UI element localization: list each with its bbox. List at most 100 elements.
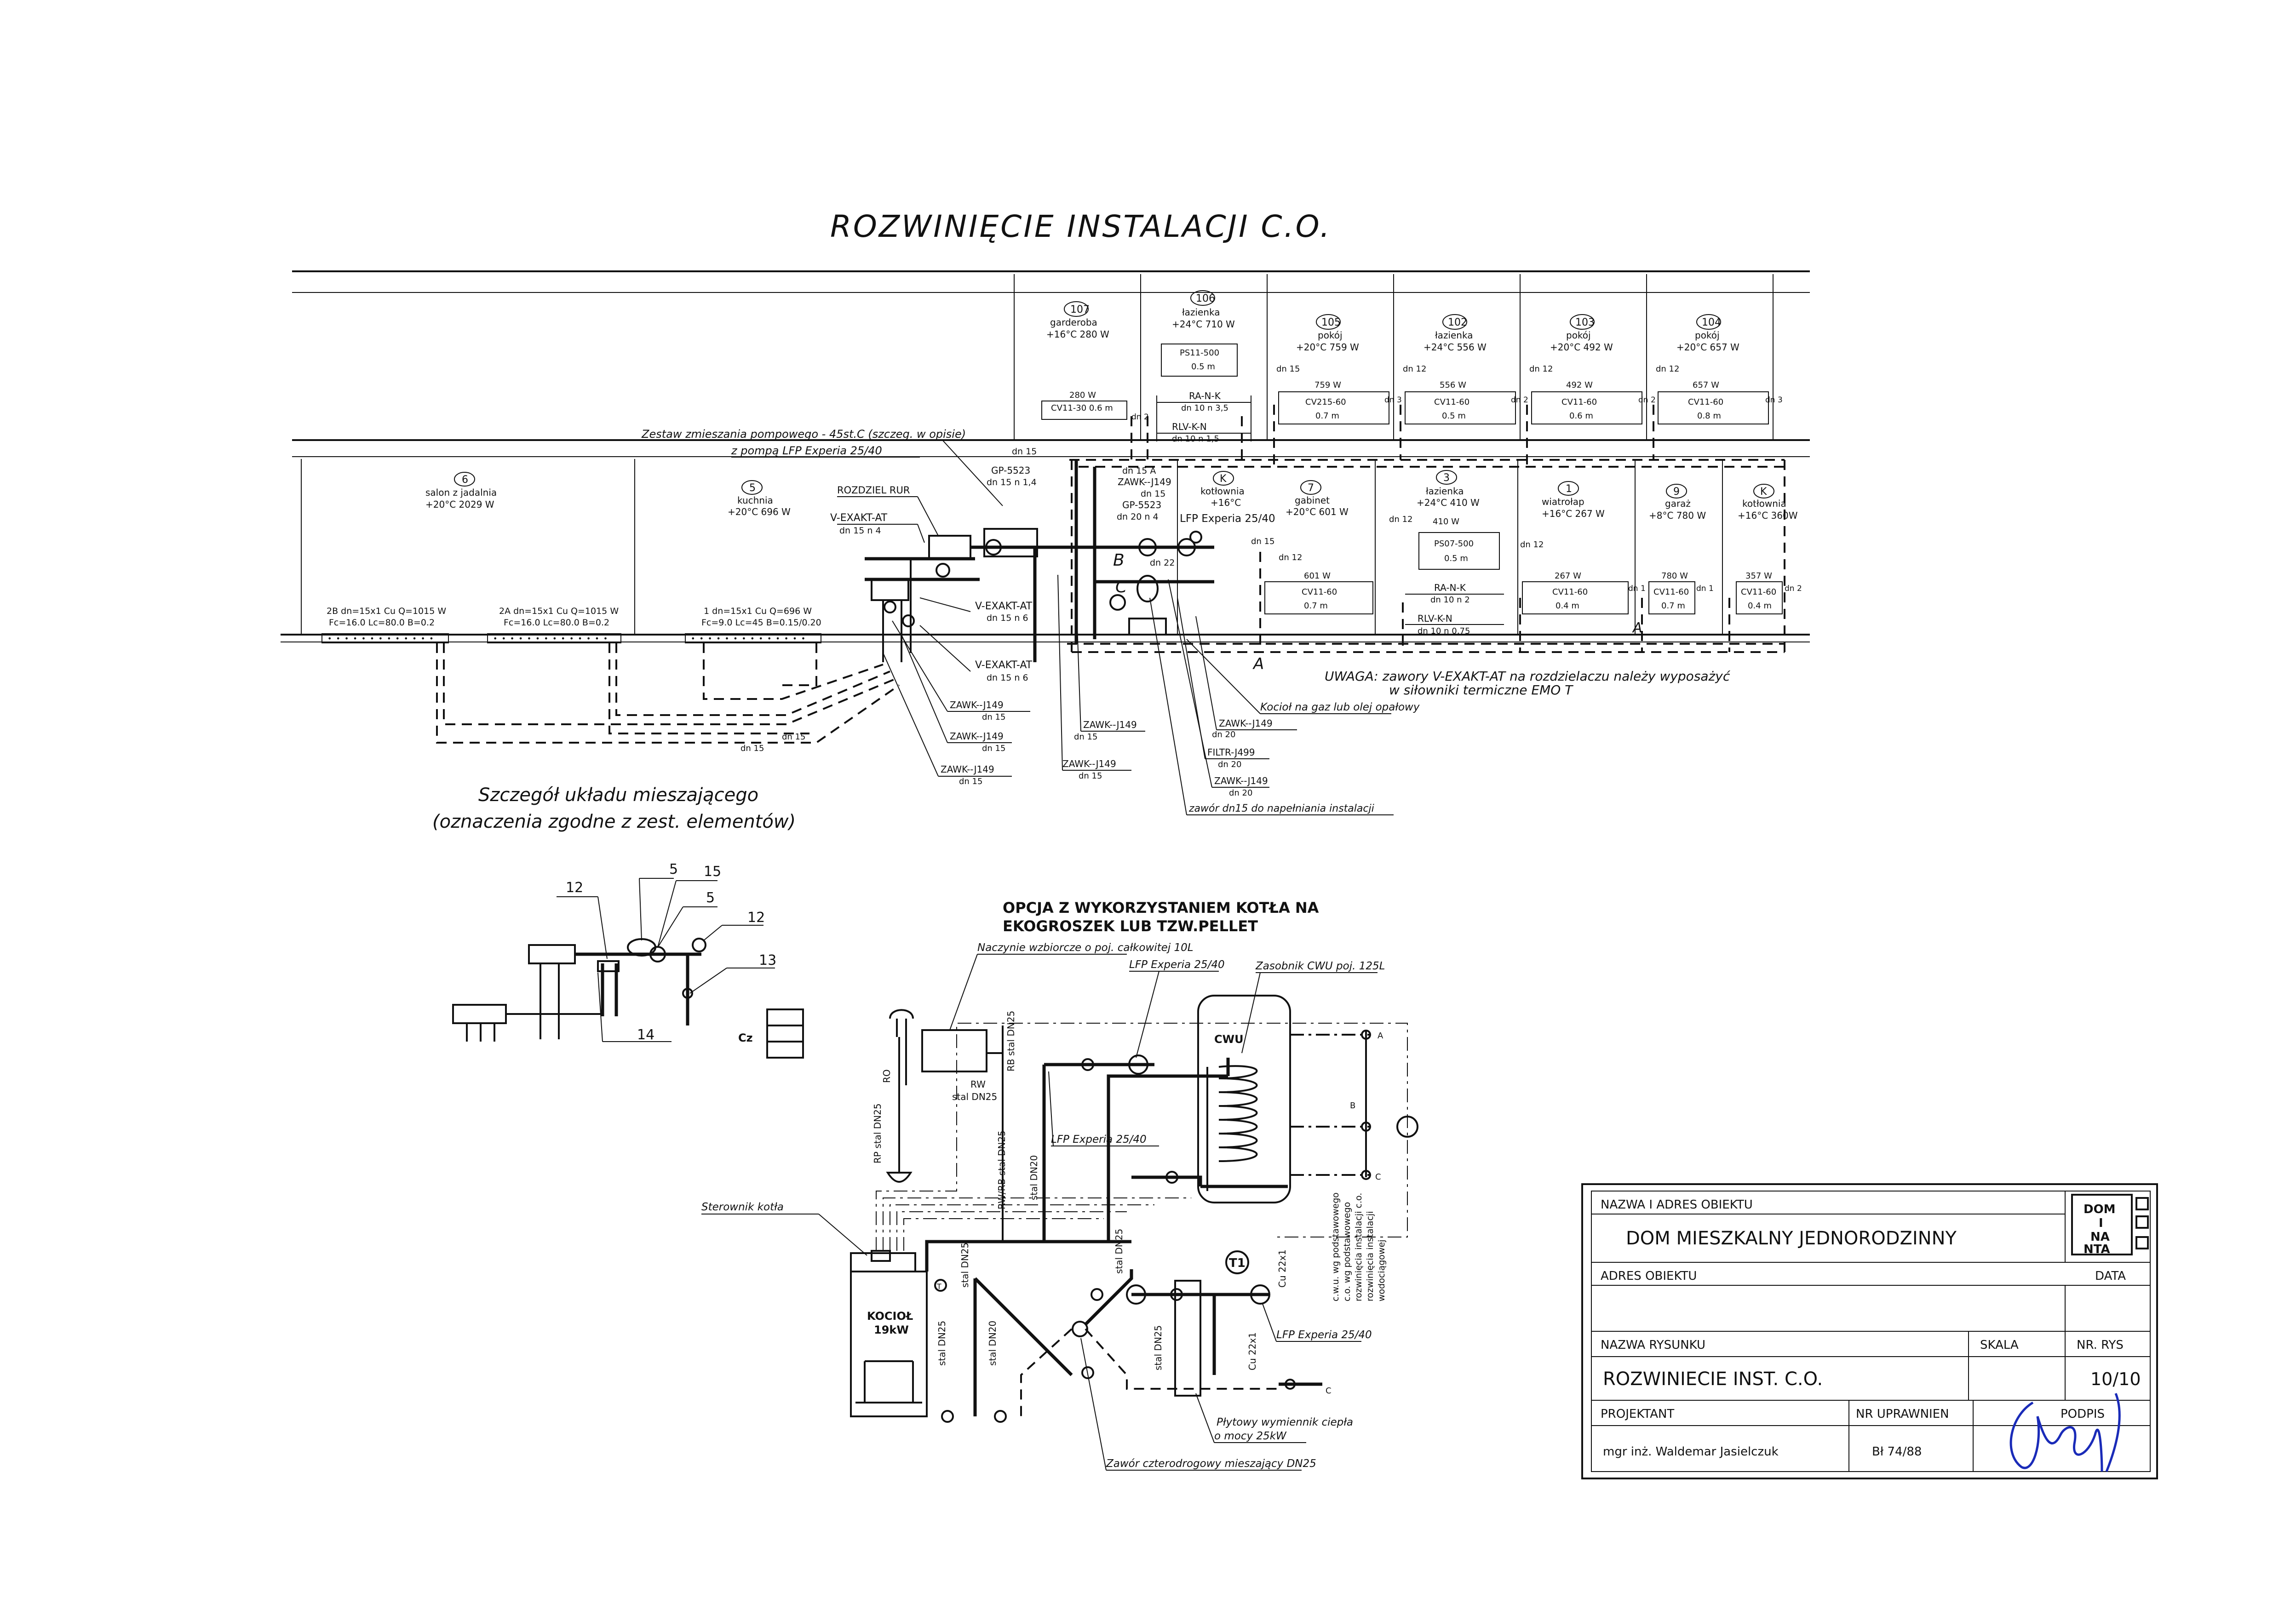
room-9-radiator-length: 0.7 m <box>1661 601 1685 611</box>
room-9-pipe2: dn 1 <box>1696 584 1714 593</box>
pellet-boiler <box>850 1271 928 1417</box>
chimney <box>766 1008 804 1059</box>
room-7-pipe: dn 15 <box>1251 537 1274 546</box>
floor-loop-pipes: dn 15 dn 15 <box>436 643 900 753</box>
room-107-number: 107 <box>1070 304 1090 315</box>
page-title: ROZWINIĘCIE INSTALACJI C.O. <box>830 209 1332 244</box>
zawk-c: ZAWK--J149 <box>941 764 994 775</box>
room-104-spec: +20°C 657 W <box>1676 342 1739 353</box>
room-105-name: pokój <box>1318 330 1343 341</box>
room-103-number: 103 <box>1575 317 1595 328</box>
controller-label: Sterownik kotła <box>701 1201 784 1213</box>
boiler-name: KOCIOŁ <box>867 1310 913 1323</box>
room-106-valve2: RLV-K-N <box>1172 421 1207 432</box>
vexakt3-label: V-EXAKT-AT <box>975 659 1033 671</box>
vexakt3-dn: dn 15 n 6 <box>987 673 1028 683</box>
room-103-spec: +20°C 492 W <box>1550 342 1613 353</box>
room-103: 103 pokój +20°C 492 W dn 12 492 W CV11-6… <box>1529 314 1656 424</box>
room-K-spec: +16°C <box>1211 497 1241 508</box>
room-105-number: 105 <box>1321 317 1341 328</box>
side-label3: c.w.u. wg podstawowego <box>1331 1192 1341 1301</box>
vexakt1-dn: dn 15 n 4 <box>839 526 881 536</box>
mixing-distributor-assembly: Zestaw zmieszania pompowego - 45st.C (sz… <box>641 428 1072 683</box>
zawk-a-dn: dn 15 <box>982 712 1005 722</box>
drawing-name: ROZWINIECIE INST. C.O. <box>1603 1369 1823 1390</box>
room-5-name: kuchnia <box>737 495 773 506</box>
room-104-number: 104 <box>1702 317 1721 328</box>
room-K2-heater-power: 357 W <box>1745 571 1772 581</box>
room-7-spec: +20°C 601 W <box>1286 506 1349 517</box>
room-7-heater-power: 601 W <box>1304 571 1331 581</box>
gp1-label: GP-5523 <box>991 465 1030 476</box>
obj-name: DOM MIESZKALNY JEDNORODZINNY <box>1626 1228 1957 1249</box>
letter-A2: A <box>1632 620 1642 636</box>
room-K-name: kotłownia <box>1200 486 1245 497</box>
room-3-radiator <box>1418 532 1500 570</box>
sign-label: PODPIS <box>2061 1407 2105 1421</box>
gp2-dn: dn 20 n 4 <box>1117 512 1159 522</box>
outlet-A: A <box>1378 1031 1383 1041</box>
room-106: 106 łazienka +24°C 710 W PS11-500 0.5 m … <box>1156 290 1251 444</box>
note-line1: UWAGA: zawory V-EXAKT-AT na rozdzielaczu… <box>1325 669 1731 684</box>
detail-title2: (oznaczenia zgodne z zest. elementów) <box>432 811 796 832</box>
room-K2-number: K <box>1760 486 1767 498</box>
room-104-pipe: dn 12 <box>1656 364 1679 374</box>
room-107-radiator <box>1041 401 1127 420</box>
room-9-radiator <box>1648 581 1695 614</box>
pipe-cu22-b: Cu 22x1 <box>1247 1332 1258 1370</box>
pipe-ro: RO <box>881 1069 892 1083</box>
ground-floor-frame <box>281 456 1810 642</box>
room-K-boiler: K kotłownia +16°C <box>1200 471 1245 508</box>
lfp-top-label: LFP Experia 25/40 <box>1129 959 1225 971</box>
room-3-spec: +24°C 410 W <box>1417 497 1480 508</box>
designer-label: PROJEKTANT <box>1601 1407 1674 1421</box>
loop-2A-line2: Fc=16.0 Lc=80.0 B=0.2 <box>504 618 609 628</box>
room-K2-name: kotłownia <box>1742 498 1786 509</box>
room-3-heater-power: 410 W <box>1433 517 1459 527</box>
zawk-g: ZAWK--J149 <box>1214 775 1268 786</box>
room-106-radiator-length: 0.5 m <box>1191 362 1215 372</box>
room-106-valve1-dn: dn 10 n 3,5 <box>1181 403 1228 413</box>
valve-callouts: ZAWK--J149 dn 15 ZAWK--J149 dn 15 ZAWK--… <box>883 574 1394 815</box>
plate-hx-label1: Płytowy wymiennik ciepła <box>1217 1416 1353 1428</box>
pipe-stal-dn20: stal DN20 <box>1028 1155 1039 1200</box>
loop-pipe-dn15-2: dn 15 <box>740 744 764 753</box>
room-107-pipe: dn 2 <box>1131 412 1149 422</box>
zawk-b: ZAWK--J149 <box>950 731 1004 742</box>
note-line2: w siłowniki termiczne EMO T <box>1389 682 1573 698</box>
letter-C: C <box>1115 578 1127 596</box>
side-label1: c.o. wg podstawowego <box>1342 1202 1352 1301</box>
room-103-pipe2: dn 2 <box>1638 395 1656 405</box>
room-106-radiator <box>1161 344 1238 377</box>
option-pellet-boiler: OPCJA Z WYKORZYSTANIEM KOTŁA NA EKOGROSZ… <box>701 899 1418 1471</box>
room-7: 7 gabinet +20°C 601 W dn 15 dn 12 601 W … <box>1251 480 1373 614</box>
room-104-name: pokój <box>1695 330 1720 341</box>
cwu-tank <box>1197 995 1291 1203</box>
room-104: 104 pokój +20°C 657 W dn 12 657 W CV11-6… <box>1656 314 1783 424</box>
room-7-radiator <box>1264 581 1373 614</box>
room-1-name: wiatrołap <box>1542 496 1584 507</box>
pipe-cu22-a: Cu 22x1 <box>1277 1249 1288 1288</box>
title-block: NAZWA I ADRES OBIEKTU DOM MIESZKALNY JED… <box>1581 1183 2158 1479</box>
dominanta-logo: DOM I NA NTA <box>2071 1194 2149 1256</box>
room-105-radiator-type: CV215-60 <box>1305 397 1346 407</box>
svg-text:•••••••••••••: ••••••••••••• <box>327 634 438 643</box>
room-106-valve1: RA-N-K <box>1189 390 1221 401</box>
boiler-gas-label: Kocioł na gaz lub olej opałowy <box>1260 701 1420 713</box>
loop-2B-line2: Fc=16.0 Lc=80.0 B=0.2 <box>329 618 435 628</box>
filtr-label: FILTR-J499 <box>1207 747 1255 758</box>
zawk-d-dn: dn 15 <box>1074 732 1097 742</box>
room-7-number: 7 <box>1308 482 1314 494</box>
room-K2-spec: +16°C 360W <box>1738 510 1798 521</box>
pipe-rw-steel: stal DN25 <box>952 1091 997 1102</box>
room-105-radiator <box>1278 391 1389 424</box>
upper-floor-frame <box>292 270 1810 441</box>
pipe-stal-dn25-a: stal DN25 <box>959 1243 970 1288</box>
boiler-room-piping: dn 15 GP-5523 dn 15 n 1,4 dn 15 A ZAWK--… <box>987 447 1785 714</box>
room-106-name: łazienka <box>1182 307 1220 318</box>
zawk-a: ZAWK--J149 <box>950 699 1004 710</box>
zawk-g-dn: dn 20 <box>1229 788 1252 798</box>
room-3-valve2-dn: dn 10 n 0,75 <box>1418 626 1470 636</box>
room-1-heater-power: 267 W <box>1555 571 1581 581</box>
room-107-heater-power: 280 W <box>1069 390 1096 400</box>
